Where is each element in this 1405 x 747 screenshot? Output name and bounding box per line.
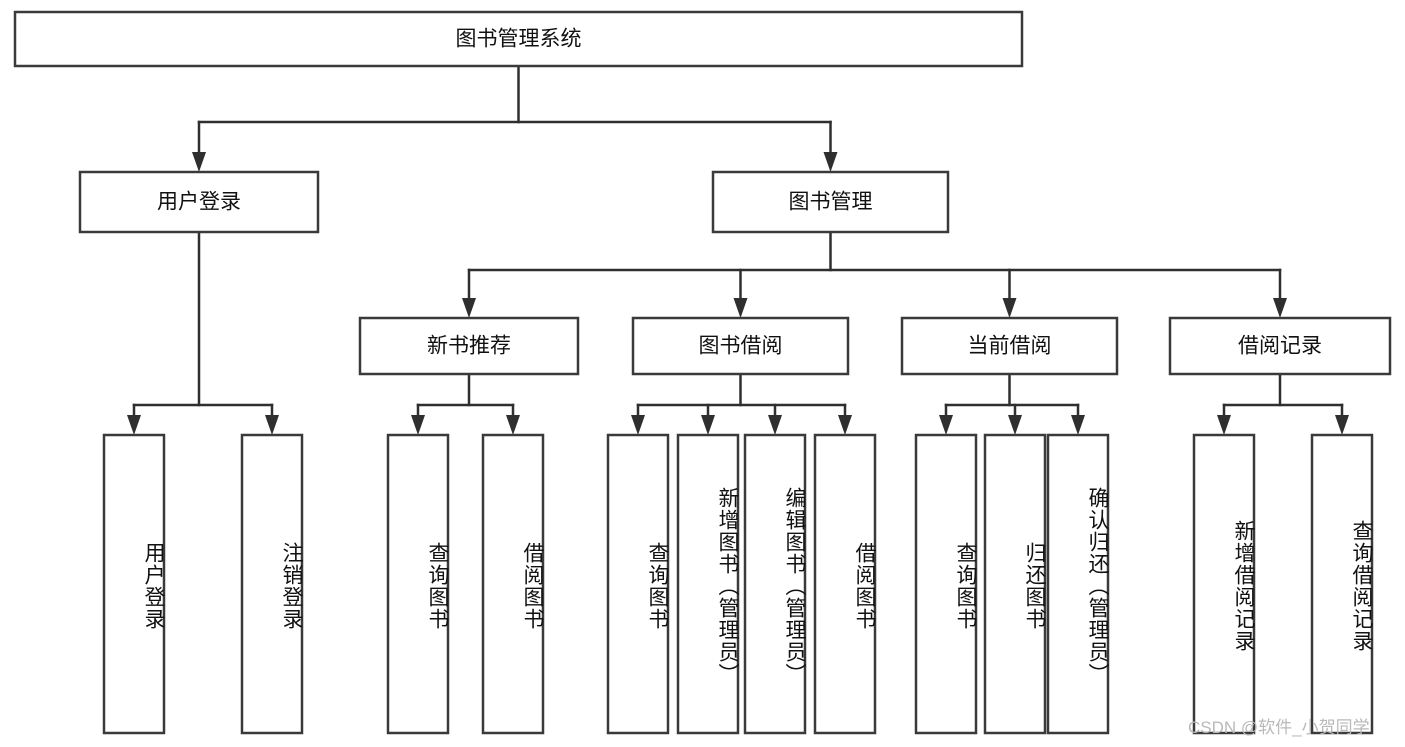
csdn-watermark: CSDN @软件_小贺同学: [1188, 718, 1370, 737]
node-box-leaf-add-borrow-record[interactable]: [1192, 433, 1256, 735]
arrow-head-icon: [411, 415, 425, 435]
arrow-head-icon: [127, 415, 141, 435]
node-box-leaf-query-book-borrow[interactable]: [606, 433, 670, 735]
arrow-head-icon: [838, 415, 852, 435]
arrow-head-icon: [1008, 415, 1022, 435]
node-label-book-borrow: 图书借阅: [699, 335, 783, 358]
node-label-user-login: 用户登录: [157, 191, 241, 214]
node-box-leaf-logout[interactable]: [240, 433, 304, 735]
arrow-head-icon: [939, 415, 953, 435]
node-box-leaf-query-book-recommend[interactable]: [386, 433, 450, 735]
node-box-leaf-confirm-return-admin[interactable]: [1046, 433, 1110, 735]
arrow-head-icon: [506, 415, 520, 435]
arrow-head-icon: [768, 415, 782, 435]
node-label-book-manage: 图书管理: [789, 191, 873, 214]
node-box-leaf-borrow-book-recommend[interactable]: [481, 433, 545, 735]
node-box-new-book-recommend[interactable]: [358, 316, 580, 376]
arrow-head-icon: [1002, 298, 1017, 318]
node-box-book-manage[interactable]: [711, 170, 950, 234]
arrow-head-icon: [265, 415, 279, 435]
arrow-head-icon: [1335, 415, 1349, 435]
arrow-head-icon: [823, 152, 838, 172]
arrow-head-icon: [1273, 298, 1287, 318]
node-box-leaf-borrow-book[interactable]: [813, 433, 877, 735]
node-box-borrow-record[interactable]: [1168, 316, 1392, 376]
arrow-head-icon: [192, 152, 206, 172]
node-label-borrow-record: 借阅记录: [1238, 335, 1322, 358]
node-box-root[interactable]: [13, 10, 1024, 68]
arrow-head-icon: [701, 415, 715, 435]
node-box-leaf-user-login[interactable]: [102, 433, 166, 735]
node-label-new-book-recommend: 新书推荐: [427, 335, 511, 358]
node-box-user-login[interactable]: [78, 170, 320, 234]
node-box-leaf-add-book-admin[interactable]: [676, 433, 740, 735]
node-label-root: 图书管理系统: [456, 28, 582, 51]
node-box-leaf-query-book-current[interactable]: [914, 433, 978, 735]
arrow-head-icon: [462, 298, 476, 318]
arrow-head-icon: [631, 415, 645, 435]
node-boxes: [13, 10, 1392, 735]
node-box-leaf-return-book[interactable]: [983, 433, 1047, 735]
arrow-head-icon: [1217, 415, 1231, 435]
node-box-current-borrow[interactable]: [900, 316, 1119, 376]
arrow-head-icon: [733, 298, 748, 318]
connector-lines: [127, 64, 1349, 435]
node-box-leaf-edit-book-admin[interactable]: [743, 433, 807, 735]
node-box-book-borrow[interactable]: [631, 316, 850, 376]
node-label-current-borrow: 当前借阅: [968, 335, 1052, 358]
node-box-leaf-query-borrow-record[interactable]: [1310, 433, 1374, 735]
arrow-head-icon: [1071, 415, 1085, 435]
